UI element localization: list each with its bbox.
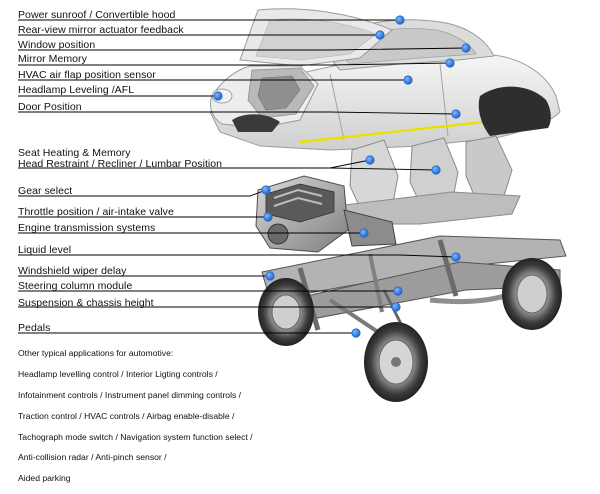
wheels	[258, 258, 562, 402]
sensor-point-mirror-memory	[445, 58, 455, 68]
leader-line-window-position	[18, 47, 467, 51]
label-door-position: Door Position	[18, 101, 82, 113]
label-window-position: Window position	[18, 39, 96, 51]
leader-line-head-restraint	[18, 167, 437, 171]
car-body	[209, 8, 561, 151]
other-applications-line: Traction control / HVAC controls / Airba…	[18, 410, 235, 421]
label-seat-heating: Seat Heating & Memory	[18, 147, 131, 159]
sensor-point-hvac-air-flap	[403, 75, 413, 85]
label-steering-column: Steering column module	[18, 280, 133, 292]
sensor-point-rear-view-mirror	[375, 30, 385, 40]
sensor-point-power-sunroof	[395, 15, 405, 25]
other-applications-line: Infotainment controls / Instrument panel…	[18, 390, 242, 401]
label-suspension: Suspension & chassis height	[18, 297, 154, 309]
leader-line-door-position	[18, 111, 457, 115]
sensor-point-door-position	[451, 109, 461, 119]
label-power-sunroof: Power sunroof / Convertible hood	[18, 9, 176, 21]
sensor-point-seat-heating	[365, 155, 375, 165]
label-engine-transmission: Engine transmission systems	[18, 222, 156, 234]
other-applications-line: Tachograph mode switch / Navigation syst…	[18, 431, 253, 442]
label-pedals: Pedals	[18, 322, 51, 334]
label-liquid-level: Liquid level	[18, 244, 72, 256]
sensor-point-steering-column	[393, 286, 403, 296]
sensor-point-headlamp-leveling	[213, 91, 223, 101]
label-mirror-memory: Mirror Memory	[18, 53, 87, 65]
sensor-point-pedals	[351, 328, 361, 338]
leader-line-liquid-level	[18, 254, 457, 258]
label-hvac-air-flap: HVAC air flap position sensor	[18, 69, 156, 81]
car-illustration	[18, 8, 567, 402]
leader-line-mirror-memory	[18, 62, 451, 66]
label-headlamp-leveling: Headlamp Leveling /AFL	[18, 84, 135, 96]
label-throttle-position: Throttle position / air-intake valve	[18, 206, 174, 218]
sensor-point-engine-transmission	[359, 228, 369, 238]
other-applications-line: Anti-collision radar / Anti-pinch sensor…	[18, 452, 167, 463]
sensor-point-gear-select	[261, 185, 271, 195]
leader-line-gear-select	[18, 189, 267, 197]
sensor-point-head-restraint	[431, 165, 441, 175]
seats	[335, 135, 521, 225]
other-applications: Other typical applications for automotiv…	[18, 338, 348, 494]
sensor-point-window-position	[461, 43, 471, 53]
sensor-point-throttle-position	[263, 212, 273, 222]
other-applications-heading: Other typical applications for automotiv…	[18, 348, 174, 359]
diagram-stage: Power sunroof / Convertible hood Rear-vi…	[18, 8, 567, 483]
label-windshield-wiper: Windshield wiper delay	[18, 265, 127, 277]
sensor-point-liquid-level	[451, 252, 461, 262]
label-gear-select: Gear select	[18, 185, 73, 197]
sensor-point-suspension	[391, 302, 401, 312]
leader-lines	[18, 15, 471, 338]
label-rear-view-mirror: Rear-view mirror actuator feedback	[18, 24, 184, 36]
label-head-restraint: Head Restraint / Recliner / Lumbar Posit…	[18, 158, 223, 170]
other-applications-line: Headlamp levelling control / Interior Li…	[18, 369, 218, 380]
other-applications-line: Aided parking	[18, 473, 71, 484]
sensor-point-windshield-wiper	[265, 271, 275, 281]
